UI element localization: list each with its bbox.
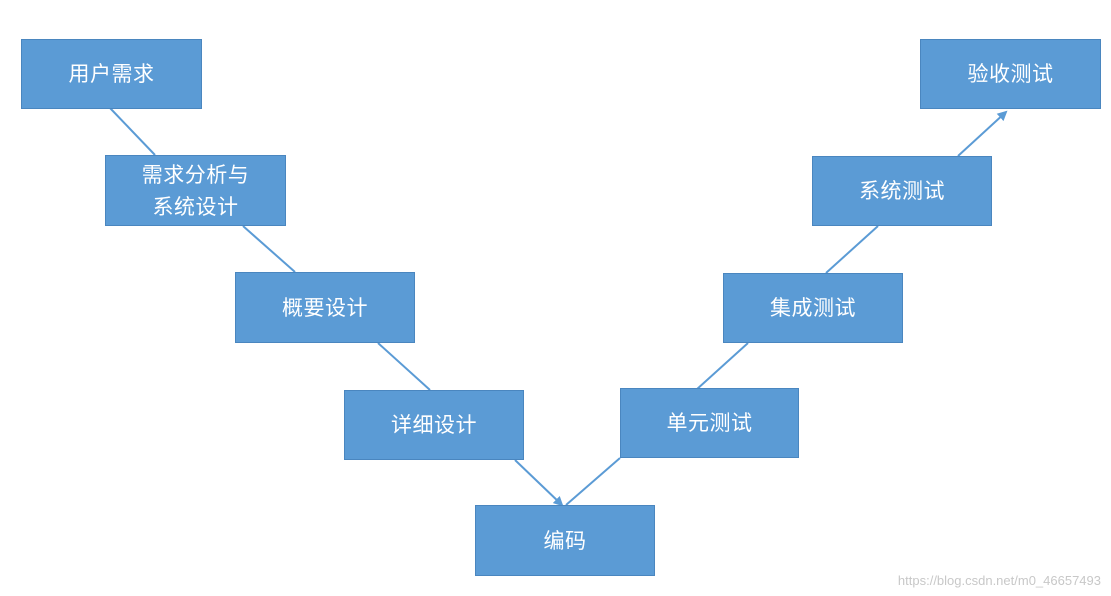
connector-analysis-to-high-level — [242, 225, 296, 273]
connector-detailed-to-coding-arrow — [514, 459, 564, 507]
node-detailed-design-label: 详细设计 — [391, 413, 477, 437]
node-user-requirements: 用户需求 — [21, 39, 202, 109]
node-acceptance-testing: 验收测试 — [920, 39, 1101, 109]
connector-coding-to-unit — [565, 457, 621, 506]
watermark: https://blog.csdn.net/m0_46657493 — [897, 573, 1101, 588]
connector-system-to-acceptance-arrow — [957, 110, 1008, 157]
node-high-level-design-label: 概要设计 — [282, 295, 368, 320]
node-unit-testing-label: 单元测试 — [666, 411, 753, 435]
node-integration-testing-label: 集成测试 — [770, 296, 856, 320]
connector-user-req-to-analysis — [109, 107, 156, 156]
node-integration-testing: 集成测试 — [723, 273, 903, 343]
node-requirements-analysis: 需求分析与 系统设计 — [105, 155, 286, 226]
node-detailed-design: 详细设计 — [344, 390, 524, 460]
connector-integration-to-system — [825, 225, 879, 274]
node-user-requirements-label: 用户需求 — [68, 62, 155, 86]
node-requirements-analysis-label: 需求分析与 系统设计 — [141, 162, 250, 219]
node-acceptance-testing-label: 验收测试 — [967, 62, 1054, 86]
node-coding: 编码 — [475, 505, 655, 576]
node-system-testing: 系统测试 — [812, 156, 992, 226]
node-coding-label: 编码 — [543, 528, 587, 553]
connector-high-level-to-detailed — [377, 342, 431, 391]
connector-unit-to-integration — [695, 342, 749, 391]
node-unit-testing: 单元测试 — [620, 388, 799, 458]
node-system-testing-label: 系统测试 — [859, 179, 945, 203]
node-high-level-design: 概要设计 — [235, 272, 415, 343]
